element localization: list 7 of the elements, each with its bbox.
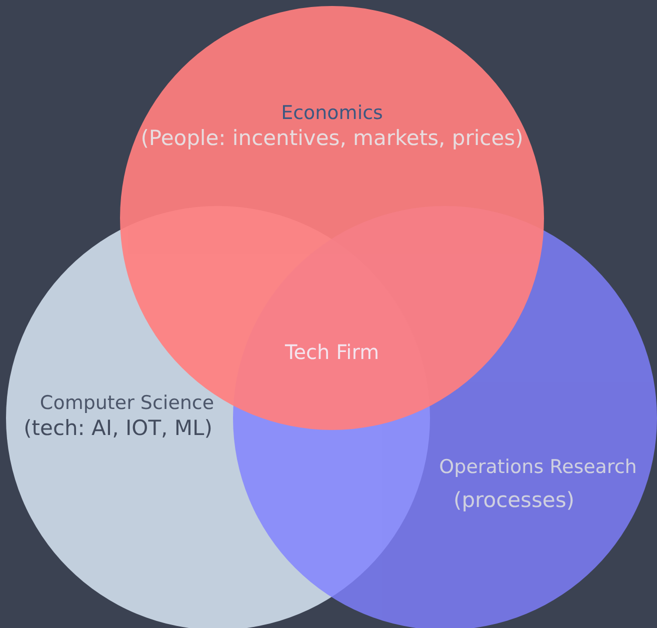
circle-title: Computer Science (40, 392, 214, 414)
intersection-label: Tech Firm (284, 340, 380, 364)
circle-title: Operations Research (439, 456, 637, 478)
circle-title: Economics (281, 102, 383, 124)
circle-subtitle: (tech: AI, IOT, ML) (24, 416, 212, 440)
circle-subtitle: (processes) (454, 488, 574, 512)
circle-subtitle: (People: incentives, markets, prices) (140, 126, 524, 150)
